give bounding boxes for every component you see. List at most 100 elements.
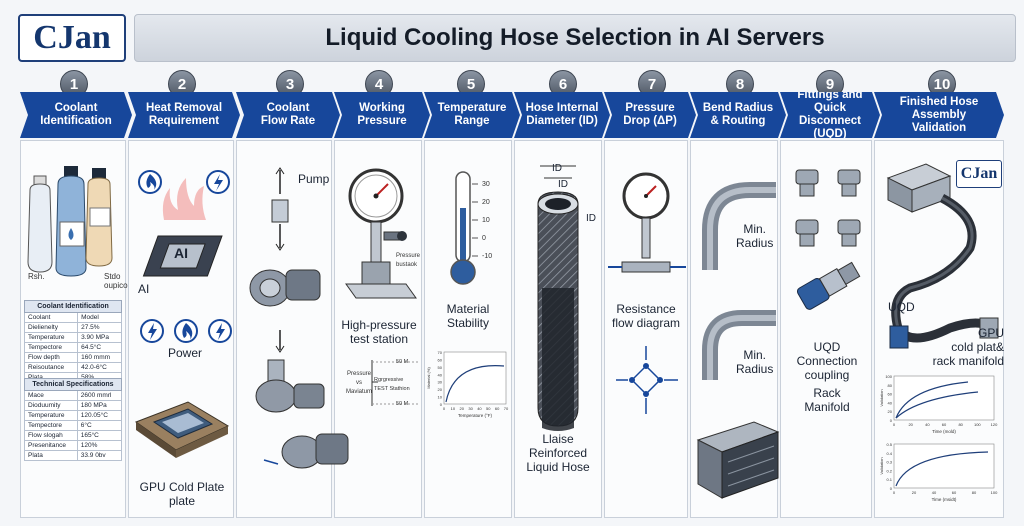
thermo-tick: 0	[482, 235, 486, 242]
hose-assembly-illustration	[886, 163, 999, 349]
pump-label: Pump	[298, 172, 330, 186]
spec-value: 120.05°C	[76, 410, 123, 421]
x-tick-label: 120	[991, 422, 998, 427]
step-header-2: Heat Removal Requirement	[128, 92, 240, 138]
x-tick-label: 80	[958, 422, 963, 427]
x-tick-label: 60	[952, 490, 957, 495]
x-tick-label: 0	[443, 406, 446, 411]
gauge-note: Pressure bustaok	[396, 253, 421, 268]
pressure-gauge-station	[345, 168, 417, 299]
spec-value: Model	[77, 312, 122, 323]
y-tick-label: 80	[888, 383, 893, 388]
spec-value: 3.90 MPa	[77, 332, 122, 343]
step-header-4: Working Pressure	[334, 92, 430, 138]
spec-key: Reisoutance	[23, 362, 79, 373]
spec-value: 42.0-6°C	[77, 362, 122, 373]
x-tick-label: 0	[893, 490, 896, 495]
step-header-9: Fittings and Quick Disconnect (UQD)	[780, 92, 880, 138]
x-tick-label: 20	[908, 422, 913, 427]
panel-fittings	[780, 140, 872, 518]
gauge-bottom-label: 50 M	[396, 401, 409, 407]
assembly-uqd-label: UQD	[888, 300, 915, 314]
x-tick-label: 70	[504, 406, 509, 411]
spec-key: Temperature	[23, 332, 79, 343]
y-tick-label: 60	[888, 392, 893, 397]
coolant-table-title: Coolant Identification	[24, 300, 122, 313]
x-tick-label: 40	[932, 490, 937, 495]
brand-logo: CJan	[18, 14, 126, 62]
diameter-label-1: ID	[552, 163, 562, 174]
spec-value: 160 mmm	[77, 352, 122, 363]
reinforced-hose-illustration	[537, 165, 579, 431]
min-radius-label-1: Min. Radius	[736, 222, 774, 250]
fittings-illustration	[795, 169, 861, 310]
rack-manifold-label: Rack Manifold	[804, 386, 850, 414]
x-tick-label: 100	[974, 422, 981, 427]
x-tick-label: 100	[991, 490, 998, 495]
ai-label: AI	[138, 282, 150, 296]
y-tick-label: 70	[438, 350, 443, 355]
ai-chip-label: AI	[174, 245, 188, 261]
spec-value: 2600 mmrl	[76, 390, 123, 401]
spec-value: 120%	[76, 440, 123, 451]
pump-chain-illustration	[249, 167, 349, 469]
y-tick-label: 40	[888, 400, 893, 405]
gauge-top-label: 50 M	[396, 359, 409, 365]
step-header-3: Coolant Flow Rate	[236, 92, 340, 138]
spec-value: 6°C	[76, 420, 123, 431]
spec-value: 33.9 0bv	[76, 450, 123, 461]
validation-curve-1	[895, 451, 989, 487]
y-tick-label: 20	[438, 387, 443, 392]
bottle-label-right: Stdo oupico	[104, 272, 128, 290]
spec-value: 165°C	[76, 430, 123, 441]
step-header-6: Hose Internal Diameter (ID)	[514, 92, 610, 138]
step-header-5: Temperature Range	[424, 92, 520, 138]
power-icons	[140, 319, 232, 343]
bend-radius-illustration	[696, 182, 780, 499]
y-tick-label: 50	[438, 365, 443, 370]
x-tick-label: 30	[468, 406, 473, 411]
y-tick-label: 0	[890, 418, 893, 423]
spec-key: Flow slogah	[24, 430, 78, 441]
page-title: Liquid Cooling Hose Selection in AI Serv…	[134, 14, 1016, 62]
y-tick-label: 0	[440, 402, 443, 407]
spec-value: 64.5°C	[77, 342, 122, 353]
y-tick-label: 0.5	[886, 442, 892, 447]
min-radius-label-2: Min. Radius	[736, 348, 774, 376]
gpu-cold-plate-label: GPU Cold Plate plate	[139, 480, 225, 508]
step-header-10: Finished Hose Assembly Validation	[874, 92, 1004, 138]
x-tick-label: 20	[912, 490, 917, 495]
step-header-8: Bend Radius & Routing	[690, 92, 786, 138]
uqd-coupling-label: UQD Connection coupling	[796, 340, 858, 382]
spec-key: Coolant	[23, 312, 79, 323]
validation-curve-2	[895, 391, 979, 419]
y-axis-label: Material (%)	[426, 367, 431, 389]
pressure-vs-label: Pressure vs Maviatum	[346, 371, 373, 395]
spec-key: Plata	[24, 450, 78, 461]
step-header-7: Pressure Drop (ΔP)	[604, 92, 696, 138]
y-tick-label: 0.3	[886, 460, 892, 465]
coolant-bottles-illustration	[27, 166, 113, 277]
chart-frame	[893, 443, 995, 489]
spec-value: 180 MPa	[76, 400, 123, 411]
hose-label: Llaise Reinforced Liquid Hose	[526, 432, 590, 474]
x-tick-label: 40	[925, 422, 930, 427]
y-tick-label: 40	[438, 372, 443, 377]
x-axis-label: Time (mold)	[932, 429, 956, 434]
thermo-tick: 30	[482, 181, 490, 188]
x-tick-label: 40	[477, 406, 482, 411]
diameter-label-3: ID	[586, 213, 596, 224]
